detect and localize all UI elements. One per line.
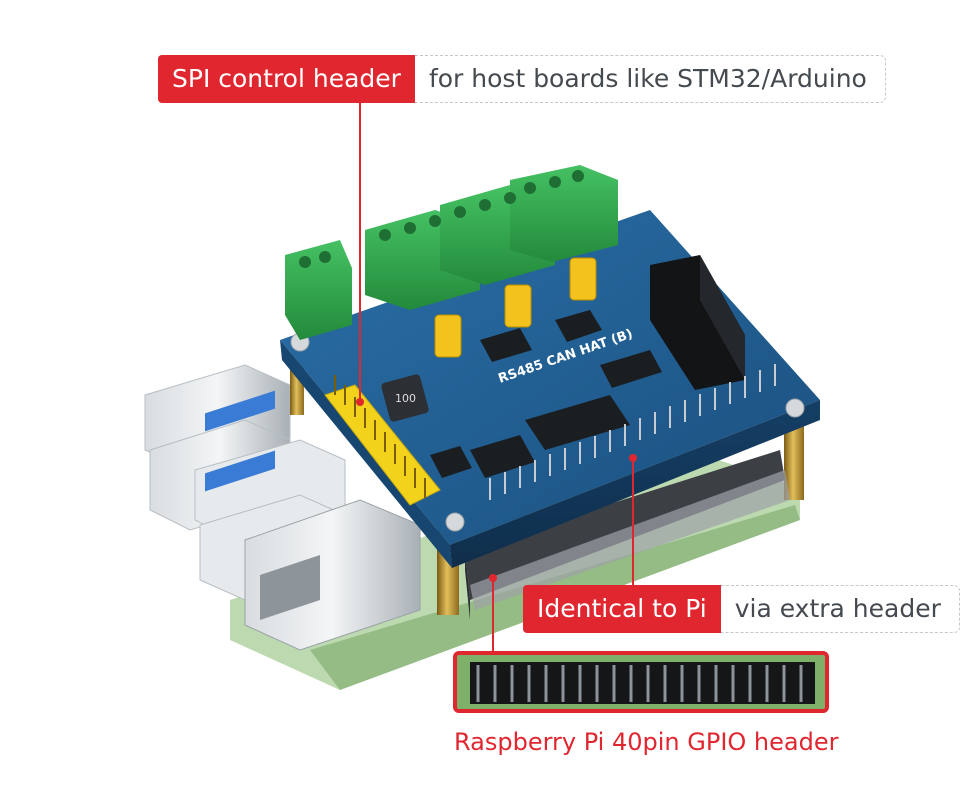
spi-callout-note: for host boards like STM32/Arduino [414,55,886,103]
gpio-closeup-inset [453,651,829,713]
ethernet-port [244,499,421,651]
spi-callout: SPI control header for host boards like … [158,55,886,103]
spi-callout-tag: SPI control header [158,55,415,103]
stacking-header [465,450,790,620]
gpio-caption: Raspberry Pi 40pin GPIO header [454,728,839,756]
chips [430,310,662,478]
pi-callout: Identical to Pi via extra header [523,585,960,633]
isolator-module [650,255,745,390]
hat-gpio-pins [489,364,776,500]
inductor: 100 [381,374,429,422]
pi-callout-note: via extra header [720,585,960,633]
leader-lines [356,103,637,655]
spi-header-pins [324,375,441,506]
screw-terminal-blocks [285,165,618,340]
svg-text:100: 100 [395,392,416,405]
jumpers [434,257,597,358]
pi-callout-tag: Identical to Pi [523,585,721,633]
